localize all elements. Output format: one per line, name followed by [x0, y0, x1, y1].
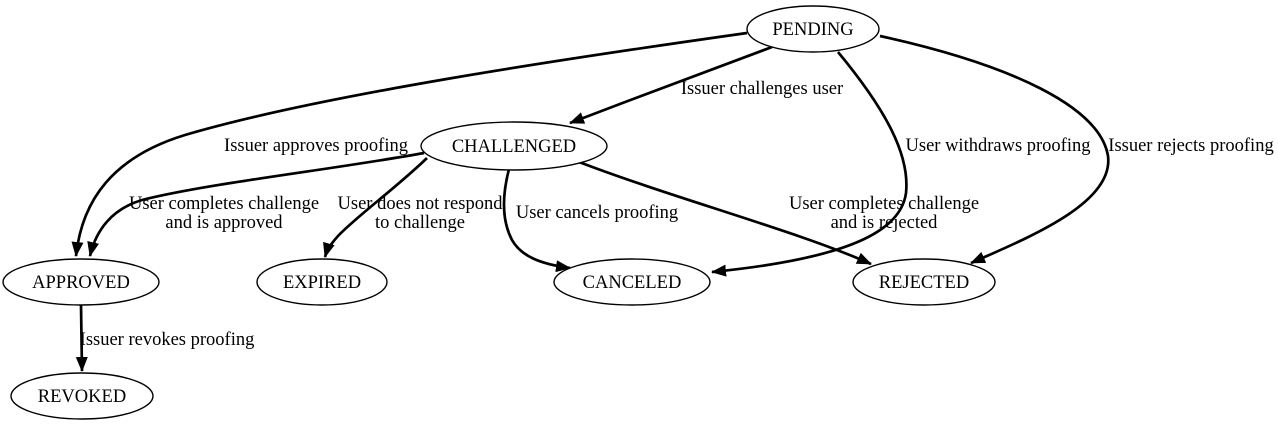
edge-label-user-withdraws-proofing: User withdraws proofing [906, 136, 1091, 156]
node-challenged-ellipse [420, 121, 608, 171]
edge-pending-challenged [569, 45, 773, 125]
edge-pending-canceled [711, 51, 908, 277]
node-pending-ellipse [746, 5, 880, 53]
edge-label-issuer-approves-proofing: Issuer approves proofing [224, 136, 408, 156]
edge-label-issuer-challenges-user: Issuer challenges user [681, 79, 843, 99]
node-canceled: CANCELED [553, 258, 711, 306]
node-expired-label: EXPIRED [283, 273, 361, 293]
node-revoked: REVOKED [10, 372, 154, 420]
edge-pending-approved [71, 31, 748, 257]
node-pending: PENDING [746, 5, 880, 53]
edge-pending-rejected [879, 34, 1110, 265]
node-rejected: REJECTED [852, 258, 996, 306]
node-approved: APPROVED [2, 258, 160, 306]
edge-challenged-expired [323, 157, 428, 258]
edge-label-user-cancels-proofing: User cancels proofing [516, 203, 678, 223]
node-rejected-label: REJECTED [879, 273, 969, 293]
edge-label-user-completes-challenge-rejected-line1: User completes challenge [789, 194, 979, 214]
edge-label-user-completes-challenge-approved-line1: User completes challenge [129, 194, 319, 214]
edge-label-user-completes-challenge-rejected-line2: and is rejected [831, 213, 939, 233]
node-canceled-ellipse [553, 258, 711, 306]
node-revoked-label: REVOKED [38, 387, 126, 407]
edge-label-user-does-not-respond-line1: User does not respond [338, 194, 504, 214]
node-challenged: CHALLENGED [420, 121, 608, 171]
node-canceled-label: CANCELED [583, 273, 682, 293]
edge-label-issuer-revokes-proofing: Issuer revokes proofing [80, 330, 255, 350]
node-pending-label: PENDING [772, 20, 853, 40]
node-challenged-label: CHALLENGED [452, 137, 576, 157]
edge-challenged-canceled [502, 168, 571, 273]
edge-approved-revoked [75, 304, 88, 372]
edge-challenged-approved [87, 151, 425, 257]
node-expired-ellipse [256, 258, 388, 306]
edge-challenged-rejected [578, 160, 872, 266]
edge-label-user-completes-challenge-approved-line2: and is approved [165, 213, 283, 233]
node-revoked-ellipse [10, 372, 154, 420]
node-expired: EXPIRED [256, 258, 388, 306]
node-rejected-ellipse [852, 258, 996, 306]
edge-label-user-does-not-respond-line2: to challenge [375, 213, 465, 233]
node-approved-ellipse [2, 258, 160, 306]
node-approved-label: APPROVED [32, 273, 130, 293]
edge-label-issuer-rejects-proofing: Issuer rejects proofing [1108, 136, 1273, 156]
